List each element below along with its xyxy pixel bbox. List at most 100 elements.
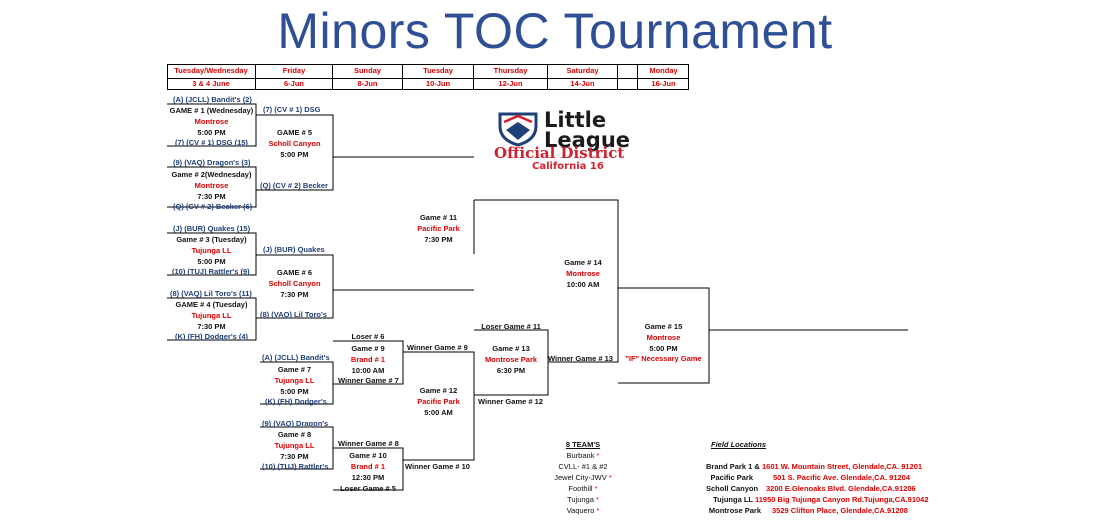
game-time: 10:00 AM [566,280,600,289]
team-slot: (10) (TUJ) Rattler's [262,462,329,471]
team-slot: (8) (VAQ) Lil Toro's (11) [170,289,252,298]
team-name: Jewel City-JWV [554,473,607,482]
game-label: GAME # 4 (Tuesday) [175,300,248,309]
header-date: 14-Jun [548,78,617,90]
game-label: Game # 9 [351,344,385,353]
field-address: 3529 Clifton Place, Glendale,CA.91208 [772,506,908,515]
game-location: Scholl Canyon [268,279,321,288]
team-slot: (A) (JCLL) Bandit's [262,353,330,362]
game-location: Brand # 1 [350,355,386,364]
game-time: 10:00 AM [351,366,385,375]
field-name: Tujunga LL [713,495,753,504]
team-list-item: CVLL- #1 & #2 [548,462,618,472]
game-label: Game # 7 [277,365,312,374]
logo-official-district: Official District [494,144,625,162]
field-address: 3200 E.Glenoaks Blvd. Glendale,CA.91206 [766,484,916,493]
team-slot: (7) (CV # 1) DSG [263,105,321,114]
game-label: Game # 8 [277,430,312,439]
game-location: Montrose [194,117,229,126]
logo-word-league: League [544,128,631,152]
fields-heading: Field Locations [711,440,767,449]
team-slot: (J) (BUR) Quakes [263,245,325,254]
field-name: Brand Park 1 & 2 [706,462,760,471]
team-mark: * [596,451,600,460]
team-list-item: Foothill * [548,484,618,494]
game-time: 12:30 PM [351,473,385,482]
game-location: Tujunga LL [274,376,315,385]
header-day: Tuesday [423,66,453,75]
team-list-item: Burbank * [548,451,618,461]
header-date: 12-Jun [474,78,547,90]
team-slot: Winner Game # 10 [405,462,470,471]
game-location: Tujunga LL [191,246,232,255]
team-name: Tujunga [567,495,594,504]
game-location: Montrose Park [484,355,538,364]
header-day: Saturday [566,66,599,75]
if-necessary-note: "IF" Necessary Game [625,354,702,363]
game-location: Montrose [566,269,600,278]
header-date: 16-Jun [638,78,689,90]
team-mark: * [608,473,612,482]
field-name: Scholl Canyon [706,484,759,493]
team-list-item: Tujunga * [548,495,618,505]
game-label: Game # 3 (Tuesday) [176,235,247,244]
team-name: CVLL- #1 & #2 [558,462,608,471]
team-mark: * [596,506,600,515]
header-col-2: Friday 6-Jun [256,64,333,90]
game-time: 7:30 PM [280,290,309,299]
game-label: Game # 13 [492,344,530,353]
game-time: 7:30 PM [197,322,226,331]
team-slot: Loser Game # 5 [340,484,396,493]
team-slot: Loser # 6 [351,332,385,341]
header-date: 6-Jun [256,78,332,90]
team-slot: Winner Game # 12 [478,397,543,406]
team-slot: (Q) (CV # 2) Becker [260,181,328,190]
header-date [618,78,637,90]
header-day: Monday [649,66,678,75]
field-address: 501 S. Pacific Ave. Glendale,CA. 91204 [773,473,911,482]
field-address: 11950 Big Tujunga Canyon Rd.Tujunga,CA.9… [755,495,929,504]
team-slot: (A) (JCLL) Bandit's (2) [173,95,252,104]
game-label: Game # 11 [419,213,458,222]
header-col-6: Saturday 14-Jun [548,64,618,90]
team-slot: Winner Game # 7 [338,376,399,385]
game-label: GAME # 1 (Wednesday) [169,106,254,115]
team-slot: (9) (VAQ) Dragon's [262,419,329,428]
header-date: 10-Jun [403,78,473,90]
team-list-item: Jewel City-JWV * [548,473,618,483]
game-location: Scholl Canyon [268,139,321,148]
header-day: Sunday [353,66,382,75]
game-time: 5:00 PM [280,387,309,396]
team-name: Burbank [566,451,595,460]
team-slot: Winner Game # 8 [338,439,399,448]
game-location: Montrose [194,181,229,190]
game-label: Game # 15 [644,322,683,331]
teams-heading: 8 TEAM'S [565,440,601,449]
team-mark: * [596,495,599,504]
team-slot: (9) (VAQ) Dragon's (3) [173,158,251,167]
game-time: 5:00 AM [424,408,453,417]
game-location: Montrose [646,333,681,342]
header-col-4: Tuesday 10-Jun [403,64,474,90]
little-league-logo: Little League Official District Californ… [492,108,672,172]
header-date: 3 & 4 June [167,78,255,90]
game-time: 5:00 PM [280,150,309,159]
team-slot: (Q) (CV # 2) Becker (6) [173,202,253,211]
field-name: Montrose Park [708,506,761,515]
team-slot: (7) (CV # 1) DSG (15) [175,138,248,147]
logo-california: California 16 [532,161,604,172]
header-day: Friday [282,66,306,75]
header-col-3: Sunday 8-Jun [333,64,403,90]
game-location: Pacific Park [417,224,460,233]
team-mark: * [594,484,598,493]
baseball-diamond-icon [498,112,538,146]
game-time: 5:00 PM [197,128,226,137]
game-location: Tujunga LL [191,311,232,320]
header-col-7 [618,64,638,90]
game-location: Tujunga LL [274,441,315,450]
team-slot: (8) (VAQ) Lil Toro's [260,310,327,319]
field-name: Pacific Park [710,473,753,482]
team-slot: (J) (BUR) Quakes (15) [173,224,251,233]
header-date: 8-Jun [333,78,402,90]
